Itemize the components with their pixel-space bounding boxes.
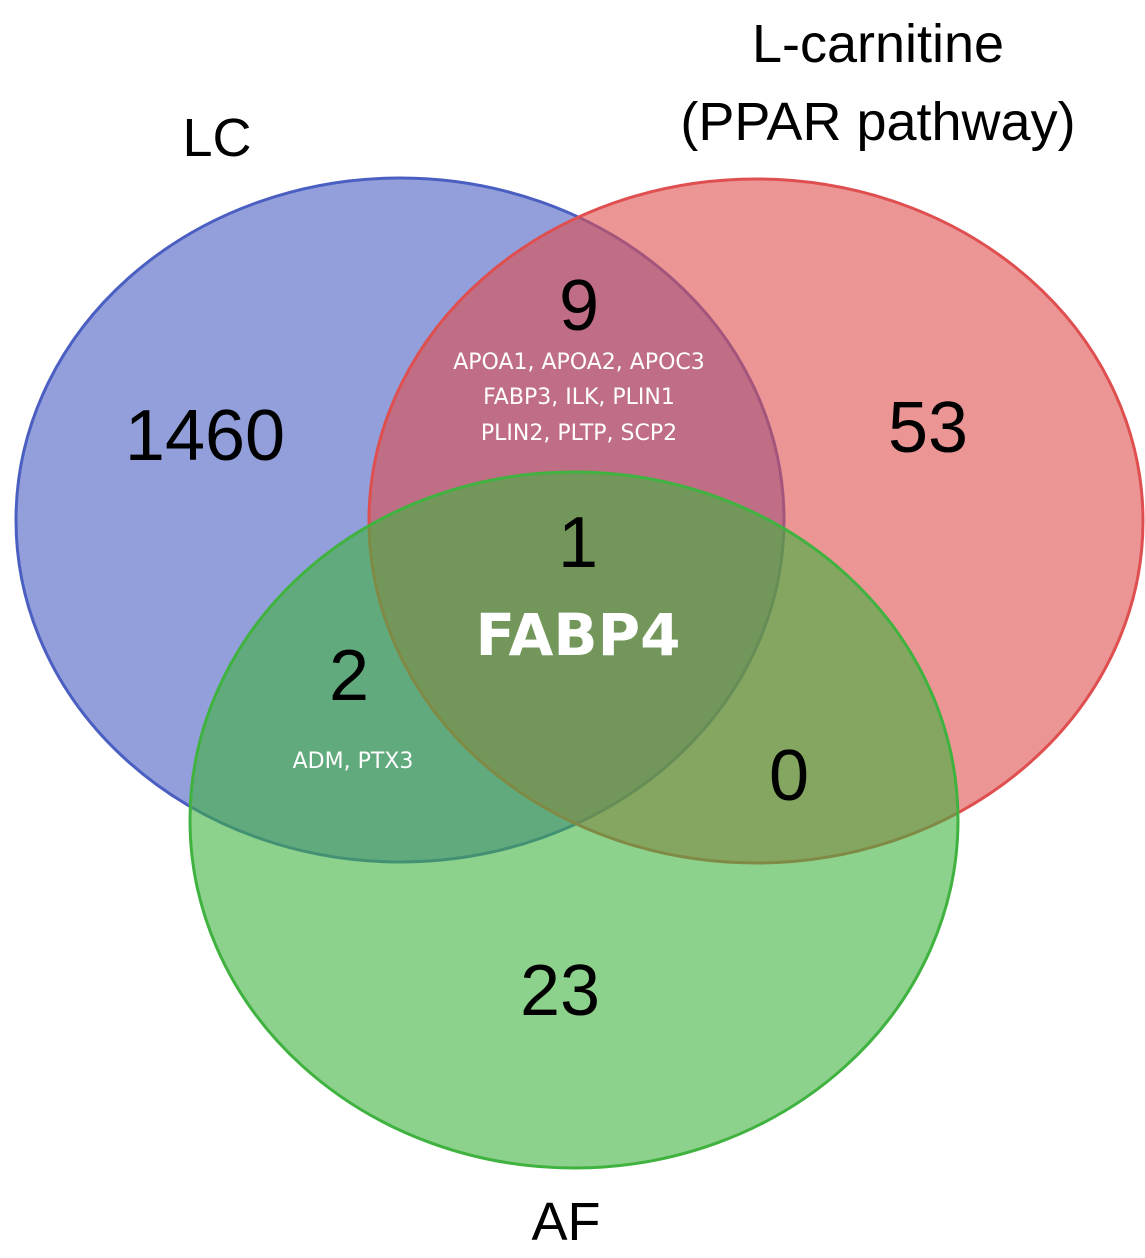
genes-lc-lcarnitine-line2: FABP3, ILK, PLIN1 [483, 385, 675, 410]
count-lcarnitine-only: 53 [888, 388, 968, 468]
set-label-lcarnitine-line1: L-carnitine [752, 14, 1004, 74]
genes-lc-af-line1: ADM, PTX3 [293, 749, 414, 774]
set-label-lcarnitine-line2: (PPAR pathway) [680, 92, 1075, 152]
genes-lc-lcarnitine-line1: APOA1, APOA2, APOC3 [453, 350, 705, 375]
count-lc-only: 1460 [125, 396, 285, 476]
count-all-three: 1 [558, 503, 598, 583]
count-af-only: 23 [520, 951, 600, 1031]
count-lcarnitine-af: 0 [769, 736, 809, 816]
set-label-lc: LC [182, 108, 251, 168]
count-lc-af: 2 [329, 636, 369, 716]
highlight-gene-all-three: FABP4 [476, 601, 681, 669]
count-lc-lcarnitine: 9 [559, 266, 599, 346]
circle-af [188, 470, 960, 1170]
set-label-af: AF [531, 1192, 600, 1252]
genes-lc-lcarnitine-line3: PLIN2, PLTP, SCP2 [481, 421, 677, 446]
